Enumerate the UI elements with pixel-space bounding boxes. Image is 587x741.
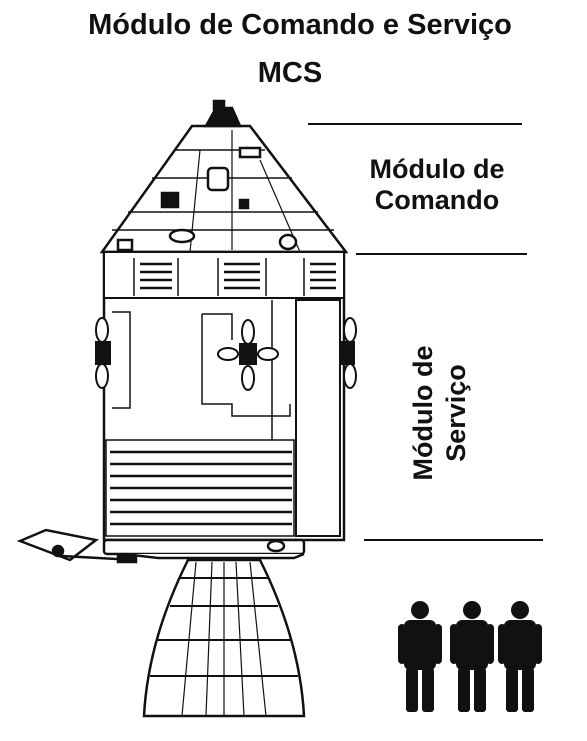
command-module-label-line2: Comando [374,185,500,215]
command-module-label-line1: Módulo de [369,154,505,184]
rcs-thruster-quad-center [217,319,279,391]
command-module-capsule [99,99,349,254]
service-module-panels [112,300,291,440]
antenna-dish [16,528,138,564]
louver-vents [110,262,336,526]
service-module-aft-ring [102,538,306,560]
engine-nozzle [142,558,306,718]
rcs-thruster-quad-left [95,317,111,389]
astronaut-scale-figures [398,601,542,712]
astronaut-figure-3 [498,601,542,712]
service-module-body [102,250,346,542]
astronaut-figure-2 [450,601,494,712]
command-module-label: Módulo de Comando [352,154,522,216]
rcs-thruster-quad-right [341,317,357,389]
diagram-subtitle-abbreviation: MCS [257,57,323,89]
astronaut-figure-1 [398,601,442,712]
diagram-title: Módulo de Comando e Serviço [88,9,512,41]
